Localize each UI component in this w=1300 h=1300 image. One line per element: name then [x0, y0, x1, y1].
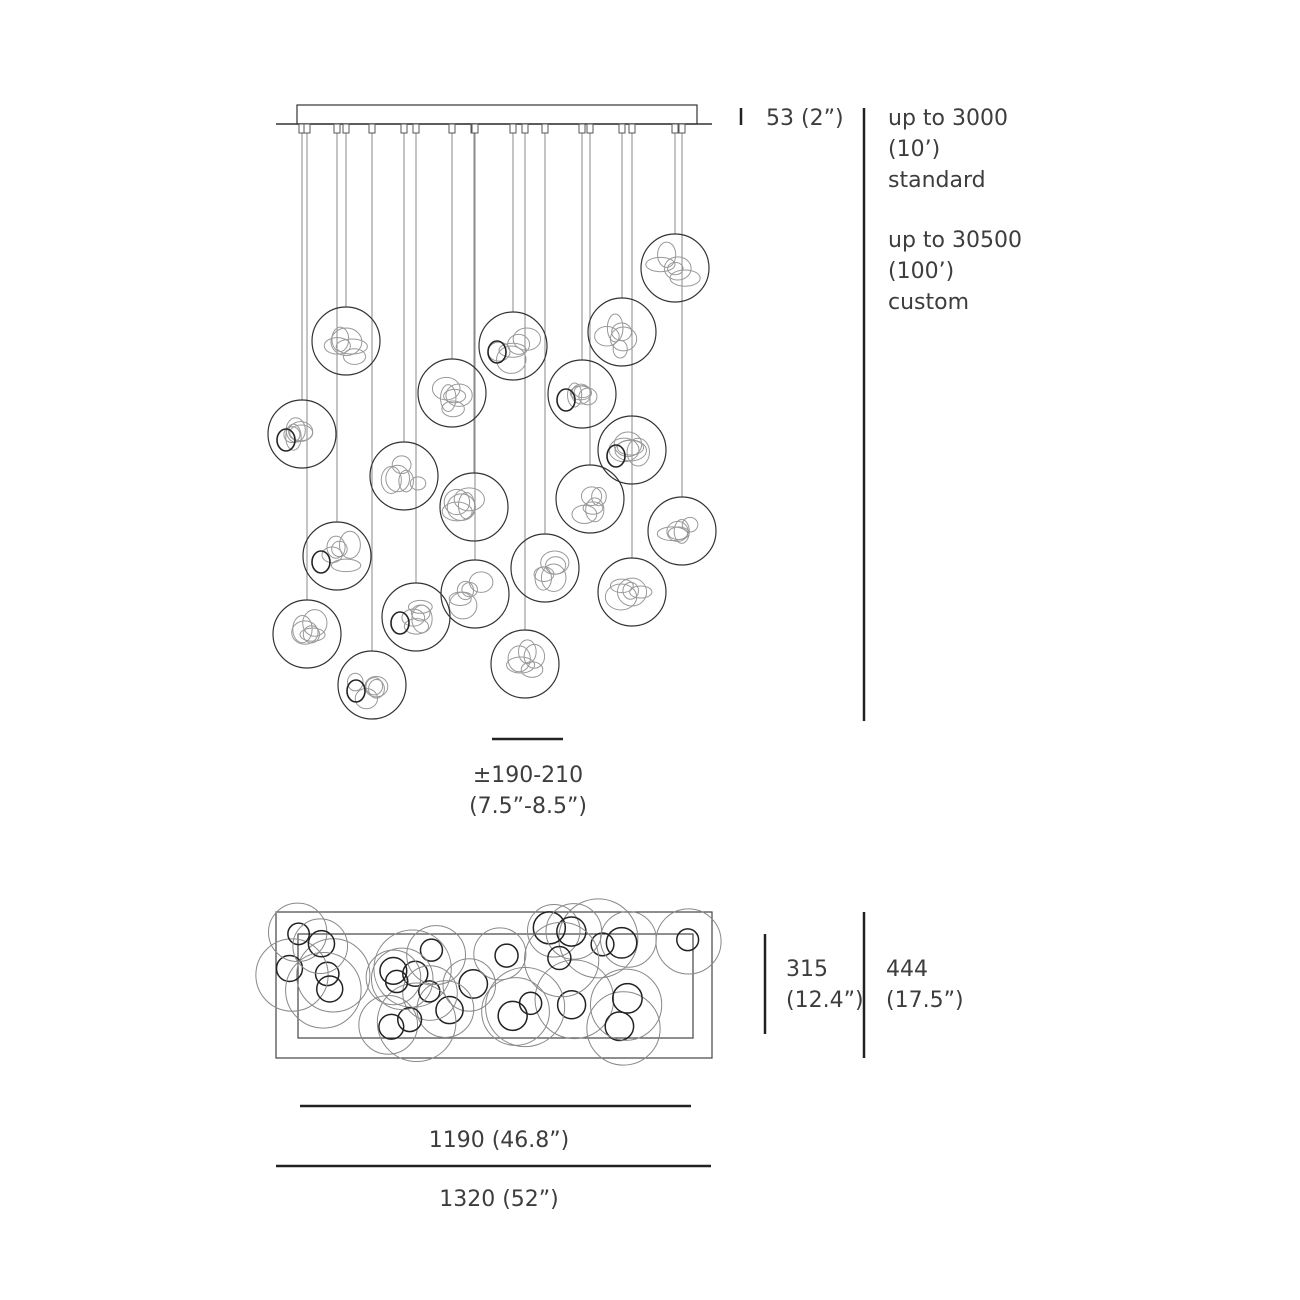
cord-socket — [303, 123, 311, 134]
plan-globe — [481, 977, 550, 1046]
globe — [510, 533, 580, 603]
cord-socket — [342, 123, 350, 134]
side-elevation — [267, 123, 717, 720]
plan-globe — [370, 947, 434, 1011]
globe — [547, 359, 617, 429]
cord-socket — [586, 123, 594, 134]
globe — [267, 399, 337, 469]
globe — [302, 521, 372, 591]
plan-globe — [534, 959, 615, 1040]
suspension-cords — [298, 123, 686, 651]
globe — [478, 311, 548, 381]
canopy-height-label: 53 (2”) — [766, 106, 844, 131]
globe — [369, 441, 439, 511]
cord-socket — [448, 123, 456, 134]
outer-footprint — [275, 911, 713, 1059]
cord-socket — [509, 123, 517, 134]
cord-socket — [541, 123, 549, 134]
globe — [381, 582, 451, 652]
plan-globe — [586, 991, 661, 1066]
globe — [490, 629, 560, 699]
cord-socket — [671, 123, 679, 134]
globe-diameter-label: ±190-210 (7.5”-8.5”) — [469, 763, 587, 819]
plan-globe — [473, 927, 527, 981]
plan-globe — [655, 908, 722, 975]
globe — [597, 415, 667, 485]
drop-length-standard-label: up to 3000 (10’) standard — [888, 106, 1008, 193]
globe — [417, 358, 487, 428]
cord-socket — [521, 123, 529, 134]
cord-socket — [368, 123, 376, 134]
cord-socket — [618, 123, 626, 134]
globe — [597, 557, 667, 627]
plan-globe — [600, 911, 657, 968]
inner-depth-label: 315 (12.4”) — [786, 957, 864, 1013]
plan-globe — [406, 925, 467, 985]
globe — [555, 464, 625, 534]
cord-socket — [333, 123, 341, 134]
plan-globe — [292, 918, 349, 974]
cord-socket — [678, 123, 686, 134]
outer-width-label: 1320 (52”) — [439, 1187, 559, 1212]
plan-view — [255, 898, 722, 1066]
cord-socket — [578, 123, 586, 134]
cord-socket — [412, 123, 420, 134]
globe — [440, 559, 510, 629]
globe — [272, 599, 342, 669]
plan-globe — [589, 968, 663, 1041]
cord-socket — [628, 123, 636, 134]
plan-globe — [523, 921, 600, 998]
globe — [647, 496, 717, 566]
ceiling-canopy — [276, 104, 712, 125]
plan-globe — [285, 952, 362, 1029]
plan-globes — [255, 898, 722, 1066]
globe — [311, 306, 381, 376]
cord-socket — [471, 123, 479, 134]
glass-globes — [267, 233, 717, 720]
drop-length-custom-label: up to 30500 (100’) custom — [888, 228, 1022, 315]
globe — [337, 650, 407, 720]
plan-globe — [255, 938, 329, 1012]
globe — [640, 233, 710, 303]
globe — [439, 472, 509, 542]
inner-width-label: 1190 (46.8”) — [428, 1128, 570, 1153]
globe — [587, 297, 657, 367]
outer-depth-label: 444 (17.5”) — [886, 957, 964, 1013]
cord-socket — [400, 123, 408, 134]
plan-globe — [365, 949, 422, 1006]
plan-globe — [416, 980, 475, 1038]
plan-globe — [376, 982, 457, 1063]
